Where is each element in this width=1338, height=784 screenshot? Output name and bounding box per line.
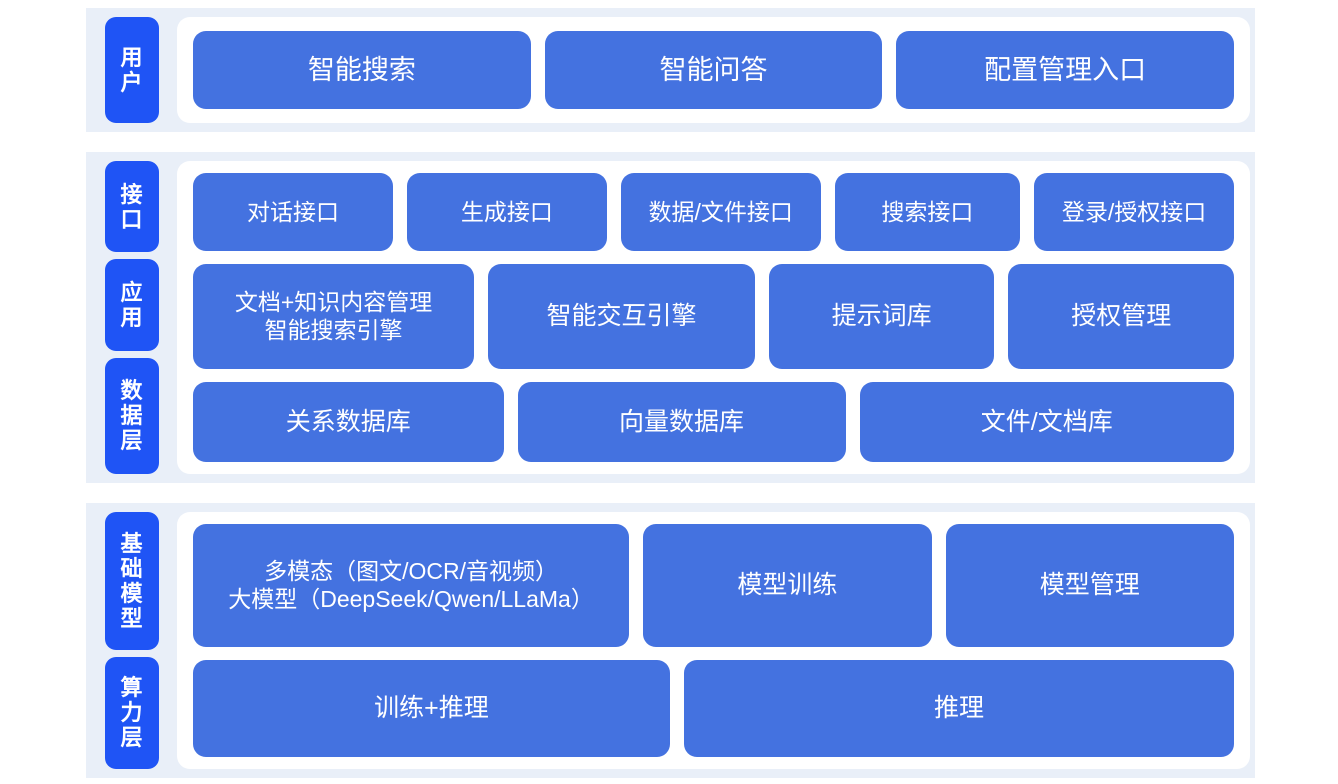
box-dialog-api[interactable]: 对话接口 xyxy=(193,173,393,251)
box-model-management[interactable]: 模型管理 xyxy=(945,524,1234,647)
section-foundation-card: 多模态（图文/OCR/音视频） 大模型（DeepSeek/Qwen/LLaMa）… xyxy=(177,512,1250,769)
box-multimodal-large-model[interactable]: 多模态（图文/OCR/音视频） 大模型（DeepSeek/Qwen/LLaMa） xyxy=(193,524,630,647)
box-document-knowledge-management[interactable]: 文档+知识内容管理 智能搜索引擎 xyxy=(193,263,475,370)
section-foundation-layers: 基 础 模 型 算 力 层 多模态（图文/OCR/音视频） 大模型（DeepSe… xyxy=(86,503,1255,778)
box-file-document-store[interactable]: 文件/文档库 xyxy=(859,382,1234,462)
box-intelligent-interaction-engine[interactable]: 智能交互引擎 xyxy=(488,263,755,370)
box-prompt-library[interactable]: 提示词库 xyxy=(768,263,995,370)
section-platform-tag-column: 接 口 应 用 数 据 层 xyxy=(86,152,177,483)
row-data: 关系数据库 向量数据库 文件/文档库 xyxy=(193,382,1234,462)
layer-tag-interface[interactable]: 接 口 xyxy=(105,161,159,253)
box-data-file-api[interactable]: 数据/文件接口 xyxy=(620,173,821,251)
section-user-tag-column: 用 户 xyxy=(86,8,177,132)
section-foundation-tag-column: 基 础 模 型 算 力 层 xyxy=(86,503,177,778)
box-inference[interactable]: 推理 xyxy=(683,659,1234,757)
row-interface: 对话接口 生成接口 数据/文件接口 搜索接口 登录/授权接口 xyxy=(193,173,1234,251)
layer-tag-user[interactable]: 用 户 xyxy=(105,17,159,123)
row-user-entries: 智能搜索 智能问答 配置管理入口 xyxy=(193,31,1235,109)
row-compute: 训练+推理 推理 xyxy=(193,659,1234,757)
box-generation-api[interactable]: 生成接口 xyxy=(406,173,607,251)
section-user-layer: 用 户 智能搜索 智能问答 配置管理入口 xyxy=(86,8,1255,132)
section-user-card: 智能搜索 智能问答 配置管理入口 xyxy=(177,17,1250,123)
section-platform-layers: 接 口 应 用 数 据 层 对话接口 生成接口 数据/文件接口 搜索接口 登录/… xyxy=(86,152,1255,483)
box-authorization-management[interactable]: 授权管理 xyxy=(1008,263,1235,370)
box-config-management-entry[interactable]: 配置管理入口 xyxy=(896,31,1235,109)
row-application: 文档+知识内容管理 智能搜索引擎 智能交互引擎 提示词库 授权管理 xyxy=(193,263,1235,370)
box-training-plus-inference[interactable]: 训练+推理 xyxy=(193,659,670,757)
box-intelligent-qa[interactable]: 智能问答 xyxy=(544,31,883,109)
layer-tag-application[interactable]: 应 用 xyxy=(105,259,159,351)
row-model: 多模态（图文/OCR/音视频） 大模型（DeepSeek/Qwen/LLaMa）… xyxy=(193,524,1234,647)
layer-tag-compute[interactable]: 算 力 层 xyxy=(105,656,159,770)
box-search-api[interactable]: 搜索接口 xyxy=(834,173,1021,251)
box-vector-database[interactable]: 向量数据库 xyxy=(517,382,846,462)
box-relational-database[interactable]: 关系数据库 xyxy=(193,382,504,462)
layer-tag-foundation-model[interactable]: 基 础 模 型 xyxy=(105,512,159,650)
box-login-authorization-api[interactable]: 登录/授权接口 xyxy=(1034,173,1234,251)
box-model-training[interactable]: 模型训练 xyxy=(643,524,932,647)
box-intelligent-search[interactable]: 智能搜索 xyxy=(193,31,531,109)
layer-tag-data[interactable]: 数 据 层 xyxy=(105,357,159,475)
section-platform-card: 对话接口 生成接口 数据/文件接口 搜索接口 登录/授权接口 文档+知识内容管理… xyxy=(177,161,1250,474)
